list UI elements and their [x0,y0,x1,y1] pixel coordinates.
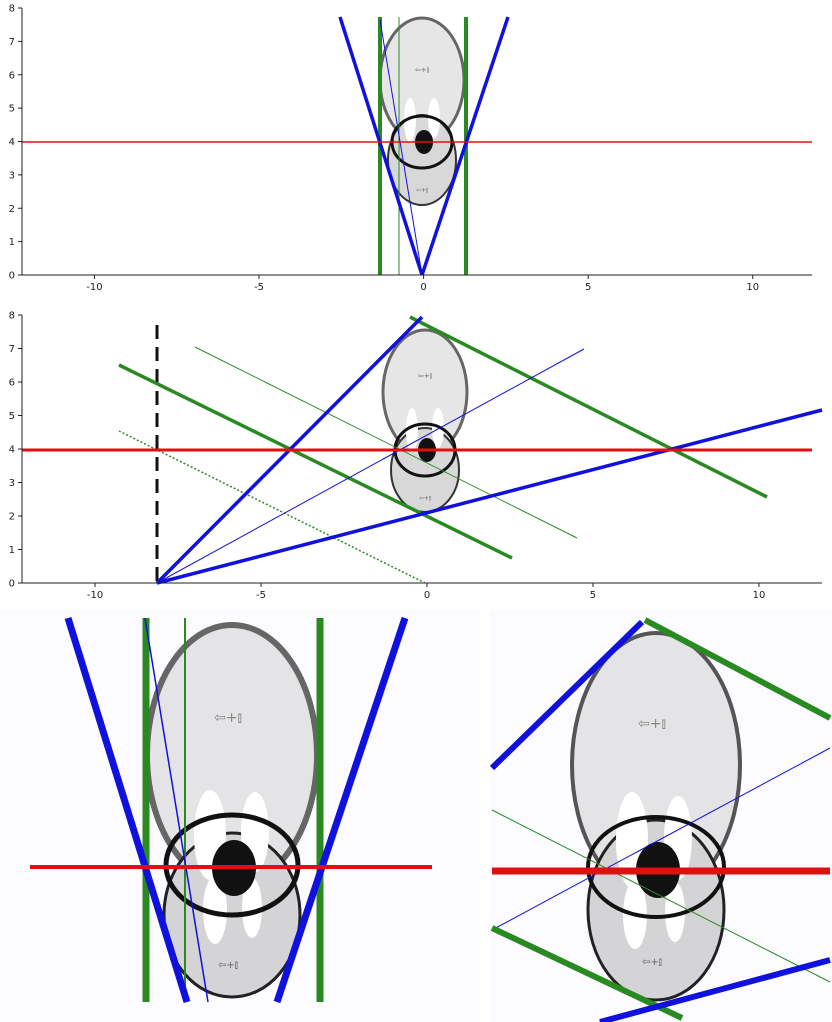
y-tick-label: 5 [9,104,15,115]
fan-geometry-plot: ⇦+⫾ ⇦+⫾ -10 -5 0 5 10 0 1 2 3 4 5 6 7 8 [9,311,823,601]
parallel-geometry-plot: ⇦+⫾ ⇦+⫾ -10 -5 0 5 10 0 1 2 3 4 5 6 7 8 [9,4,812,293]
y-tick-label: 8 [9,4,15,15]
detector-near-line [118,363,513,560]
y-tick-label: 0 [9,271,15,282]
phantom-left-slit [406,408,418,452]
x-tick-label: 0 [420,282,426,293]
axes: -10 -5 0 5 10 0 1 2 3 4 5 6 7 8 [9,311,822,601]
detector-far-line [643,617,832,721]
y-tick-label: 3 [9,170,15,181]
phantom-ring [586,815,726,919]
y-tick-label: 2 [9,512,15,523]
detector-dotted-line [118,430,426,584]
zoom-parallel-view: ⇦+⫾ ⇦+⫾ [0,610,480,1022]
x-tick-label: -5 [254,282,264,293]
phantom-left-slit [404,98,416,142]
y-tick-label: 7 [9,37,15,48]
y-tick-label: 8 [9,311,15,322]
frustum-left-line [64,616,191,1004]
y-tick-label: 4 [9,137,15,148]
phantom-label-lower: ⇦+⫾ [419,495,431,502]
phantom-label-upper: ⇦+⫾ [415,66,429,74]
x-tick-label: -10 [87,590,103,601]
x-tick-label: 5 [590,590,596,601]
central-ray-line [156,348,585,584]
y-tick-label: 3 [9,478,15,489]
y-tick-label: 1 [9,545,15,556]
y-tick-label: 4 [9,445,15,456]
x-tick-label: 10 [746,282,759,293]
central-ray-line [379,19,423,276]
y-tick-label: 6 [9,378,15,389]
y-tick-label: 0 [9,579,15,590]
x-tick-label: 10 [753,590,766,601]
detector-thin-line [491,809,831,983]
phantom-label-lower: ⇦+⫾ [416,187,428,194]
frustum-lower-line [156,408,823,585]
frustum-upper-line [490,619,645,771]
detector-thin-line [194,346,578,539]
phantom: ⇦+⫾ ⇦+⫾ [381,328,469,513]
frustum-right-line [420,16,510,276]
y-tick-label: 2 [9,204,15,215]
detector-near-line [490,925,684,1021]
phantom-label-upper: ⇦+⫾ [214,710,242,726]
phantom-label-lower: ⇦+⫾ [218,960,238,971]
phantom-label-upper: ⇦+⫾ [638,716,666,732]
phantom-lower-right-slit [242,878,262,938]
phantom-label-lower: ⇦+⫾ [642,957,662,968]
frustum-right-line [273,616,409,1004]
frustum-left-line [338,16,424,276]
x-tick-label: 0 [424,590,430,601]
frustum-lower-line [599,957,831,1022]
y-tick-label: 6 [9,70,15,81]
central-ray-line [491,747,831,931]
y-tick-label: 1 [9,237,15,248]
x-tick-label: 5 [585,282,591,293]
phantom-lower-right-slit [665,882,685,942]
phantom-zoomed: ⇦+⫾ ⇦+⫾ [144,622,320,999]
x-tick-label: -10 [86,282,102,293]
detector-far-line [409,315,768,499]
central-ray-line [144,617,209,1003]
zoom-fan-view: ⇦+⫾ ⇦+⫾ [490,610,832,1022]
phantom: ⇦+⫾ ⇦+⫾ [378,16,466,206]
phantom-zoomed: ⇦+⫾ ⇦+⫾ [570,631,742,1002]
phantom-label-upper: ⇦+⫾ [418,372,432,380]
x-tick-label: -5 [256,590,266,601]
axes: -10 -5 0 5 10 0 1 2 3 4 5 6 7 8 [9,4,812,293]
phantom-lower-left-slit [203,876,227,944]
y-tick-label: 7 [9,344,15,355]
y-tick-label: 5 [9,411,15,422]
